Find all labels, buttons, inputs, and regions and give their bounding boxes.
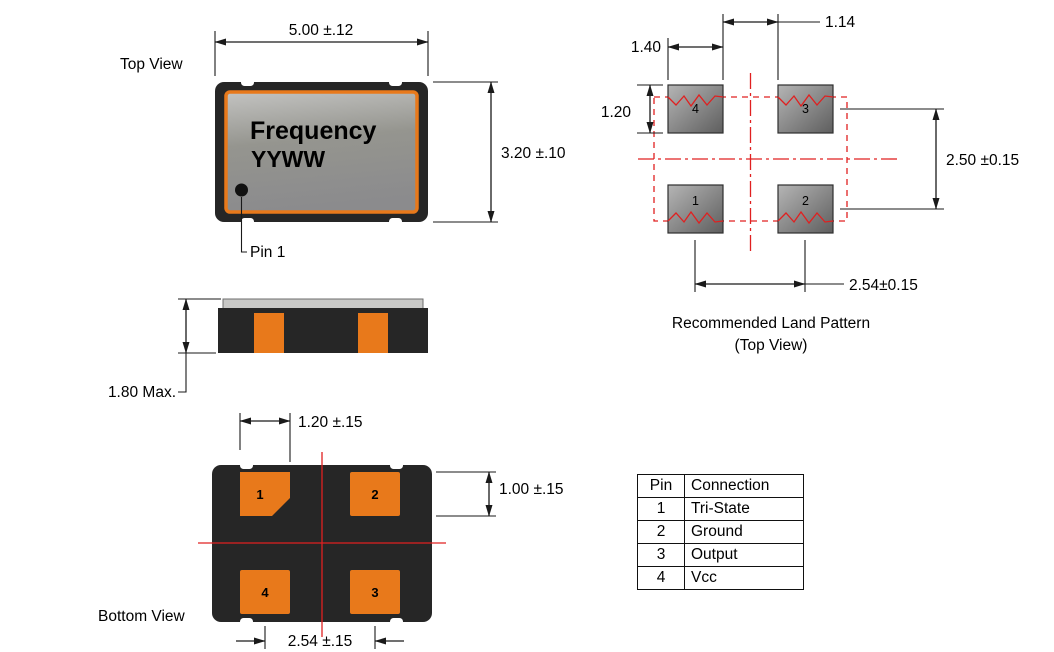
table-header-row: Pin Connection	[637, 474, 804, 498]
castellation-notch	[241, 218, 254, 226]
castellation-notch	[240, 461, 253, 469]
top-view-label: Top View	[120, 56, 183, 73]
castellation-notch	[389, 218, 402, 226]
torn-outline	[667, 93, 724, 108]
pin1-label: Pin 1	[250, 244, 285, 261]
land-pad-height-dim-label: 1.20	[601, 104, 632, 121]
width-dim-label: 5.00 ±.12	[289, 22, 354, 39]
pad-number: 4	[261, 585, 269, 600]
side-view: 1.80 Max.	[108, 298, 428, 401]
pad-number: 4	[692, 102, 699, 116]
row-pitch-dim-label: 2.50 ±0.15	[946, 152, 1019, 169]
land-pattern: 4 3 1 2 1.14 1.40 1.20 2.50 ±0.15 2.54±0…	[601, 14, 1019, 354]
castellation-notch	[390, 618, 403, 626]
connection-column-header: Connection	[684, 474, 804, 498]
top-view-face	[224, 90, 419, 214]
bottom-pad-2	[350, 472, 400, 516]
pin-number-cell: 3	[637, 543, 685, 567]
pin-number-cell: 1	[637, 497, 685, 521]
pad-width-dim-label: 1.20 ±.15	[298, 414, 363, 431]
pin-column-header: Pin	[637, 474, 685, 498]
height-dim-label: 3.20 ±.10	[501, 145, 566, 162]
pad-number: 1	[692, 194, 699, 208]
side-view-lid	[222, 298, 424, 310]
bottom-pad-4	[240, 570, 290, 614]
top-view: Top View Frequency YYWW Pin 1 5.00 ±.12 …	[120, 22, 566, 261]
side-view-pad	[358, 313, 388, 353]
torn-outline	[667, 210, 724, 225]
bottom-view: 1 2 4 3 1.20 ±.15 1.00 ±.15 2.54 ±.15 Bo…	[98, 413, 564, 650]
marking-line1: Frequency	[250, 117, 377, 145]
pin-connection-table: Pin Connection 1 Tri-State 2 Ground 3 Ou…	[637, 474, 804, 590]
land-pad-width-dim-label: 1.40	[631, 39, 662, 56]
marking-line2: YYWW	[251, 146, 325, 172]
castellation-notch	[389, 78, 402, 86]
pad-number: 2	[802, 194, 809, 208]
land-pad-1	[667, 184, 724, 234]
table-row: 1 Tri-State	[637, 497, 804, 521]
land-pattern-caption-line1: Recommended Land Pattern	[672, 315, 870, 332]
castellation-notch	[241, 78, 254, 86]
table-row: 3 Output	[637, 543, 804, 567]
land-pattern-caption-line2: (Top View)	[735, 337, 808, 354]
bottom-pad-1	[240, 472, 290, 516]
col-pitch-dim-label: 2.54±0.15	[849, 277, 918, 294]
land-pad-4	[667, 84, 724, 134]
pin-number-cell: 2	[637, 520, 685, 544]
torn-outline	[777, 210, 834, 225]
pad-height-dim-label: 1.00 ±.15	[499, 481, 564, 498]
side-view-pad	[254, 313, 284, 353]
connection-cell: Output	[684, 543, 804, 567]
table-row: 4 Vcc	[637, 566, 804, 590]
pad-gap-dim-label: 1.14	[825, 14, 856, 31]
pin-number-cell: 4	[637, 566, 685, 590]
castellation-notch	[240, 618, 253, 626]
torn-outline	[777, 93, 834, 108]
land-pad-2	[777, 184, 834, 234]
pad-number: 3	[802, 102, 809, 116]
pad-number: 1	[256, 487, 263, 502]
castellation-notch	[390, 461, 403, 469]
pad-number: 3	[371, 585, 378, 600]
connection-cell: Vcc	[684, 566, 804, 590]
connection-cell: Ground	[684, 520, 804, 544]
connection-cell: Tri-State	[684, 497, 804, 521]
pin1-leader-line	[240, 197, 247, 253]
dim-leader-line	[178, 353, 187, 393]
land-pad-3	[777, 84, 834, 134]
pin1-dot	[235, 183, 248, 197]
bottom-view-label: Bottom View	[98, 608, 186, 625]
pad-number: 2	[371, 487, 378, 502]
thickness-dim-label: 1.80 Max.	[108, 384, 176, 401]
pad-pitch-dim-label: 2.54 ±.15	[288, 633, 353, 650]
bottom-pad-3	[350, 570, 400, 614]
table-row: 2 Ground	[637, 520, 804, 544]
side-view-body	[218, 308, 428, 353]
